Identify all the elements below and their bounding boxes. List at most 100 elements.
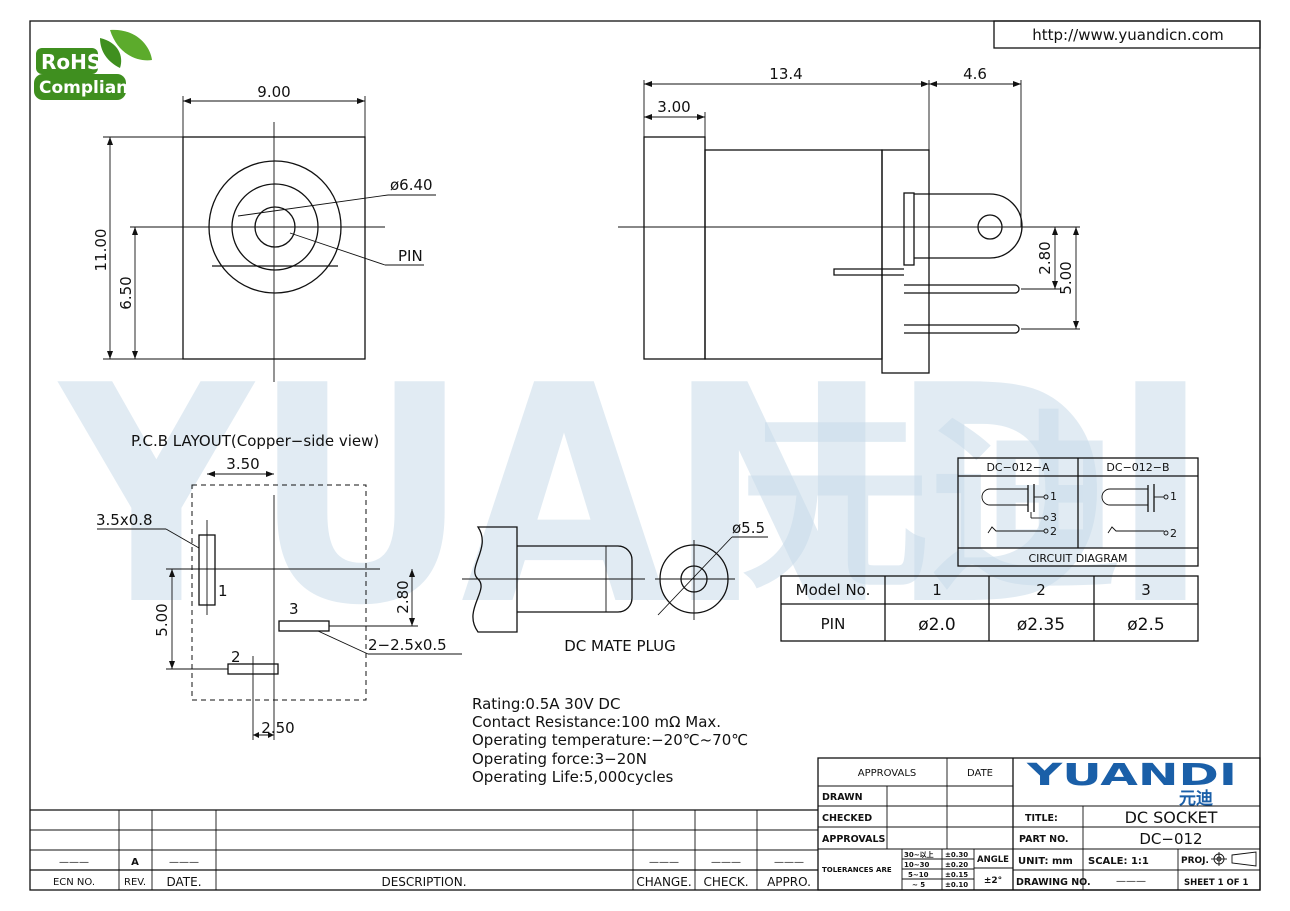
tb-scale: SCALE: 1:1 (1088, 856, 1149, 867)
rev-check-value: ——— (711, 857, 741, 868)
specifications: Rating:0.5A 30V DC Contact Resistance:10… (472, 695, 748, 786)
tb-tol-value-4: ±0.10 (945, 881, 968, 889)
tb-angle: ANGLE (977, 855, 1009, 865)
tb-date-header: DATE (967, 768, 993, 779)
watermark-brand: YUANDI (56, 322, 1210, 671)
rev-ecn-value: ——— (59, 857, 89, 868)
side-tail-dim: 4.6 (963, 65, 987, 83)
rev-appro-value: ——— (774, 857, 804, 868)
rev-rev-value: A (131, 857, 139, 868)
side-front-dim: 3.00 (657, 98, 690, 116)
model-header-label: Model No. (796, 581, 871, 599)
front-width-dim: 9.00 (257, 83, 290, 101)
tb-part-value: DC−012 (1139, 830, 1202, 848)
tb-brand-cn: 元迪 (1179, 788, 1213, 809)
model-header-1: 1 (932, 581, 942, 599)
front-pin-label: PIN (398, 247, 423, 265)
pad-23-dim: 2−2.5x0.5 (368, 636, 447, 654)
tb-angle-value: ±2° (984, 876, 1002, 886)
rev-description-header: DESCRIPTION. (381, 875, 466, 889)
front-view: 9.00 11.00 6.50 ø6.40 PIN (92, 83, 436, 382)
pcb-right-dim: 2.80 (394, 580, 412, 613)
side-length-dim: 13.4 (769, 65, 802, 83)
rohs-text: RoHS (41, 50, 101, 74)
spec-rating: Rating:0.5A 30V DC (472, 695, 620, 713)
pin-1-label: 1 (218, 582, 228, 600)
tb-tol-range-3: 5~10 (908, 871, 929, 879)
pcb-left-dim: 5.00 (153, 603, 171, 636)
rev-change-value: ——— (649, 857, 679, 868)
tb-approvals-header: APPROVALS (858, 768, 917, 779)
rev-rev-header: REV. (124, 877, 146, 888)
circuit-a-node-2: 2 (1050, 525, 1057, 538)
model-table: Model No. 1 2 3 PIN ø2.0 ø2.35 ø2.5 (780, 575, 1199, 642)
watermark-cn: 元迪 (740, 394, 1120, 615)
tb-approvals: APPROVALS (822, 834, 886, 845)
tb-tol-range-1: 30~以上 (904, 850, 934, 859)
drawing-border (29, 20, 1261, 891)
tb-drawing-no-label: DRAWING NO. (1016, 877, 1091, 888)
side-view: 13.4 4.6 3.00 2.80 5.00 (618, 65, 1080, 374)
tb-drawing-no-value: ——— (1116, 876, 1146, 887)
spec-force: Operating force:3−20N (472, 750, 647, 768)
title-block: APPROVALS DATE DRAWN CHECKED APPROVALS T… (817, 757, 1261, 891)
tb-unit: UNIT: mm (1018, 856, 1073, 867)
rev-ecn-header: ECN NO. (53, 877, 95, 888)
circuit-b-node-1: 1 (1170, 490, 1177, 503)
tb-tol-value-3: ±0.15 (945, 871, 968, 879)
tb-title-label: TITLE: (1025, 813, 1058, 824)
pin-3-label: 3 (289, 600, 299, 618)
model-row-label: PIN (821, 615, 846, 633)
rohs-logo: RoHS Compliant (34, 29, 152, 100)
compliant-text: Compliant (39, 78, 136, 98)
pin-2-label: 2 (231, 648, 241, 666)
tb-tol-range-2: 10~30 (904, 861, 929, 869)
model-pin-2: ø2.35 (1017, 615, 1065, 635)
circuit-a-node-1: 1 (1050, 490, 1057, 503)
model-header-2: 2 (1036, 581, 1046, 599)
tb-proj: PROJ. (1181, 856, 1209, 866)
circuit-b-node-2: 2 (1170, 527, 1177, 540)
circuit-variant-a: DC−012−A (986, 461, 1050, 474)
tb-sheet: SHEET 1 OF 1 (1184, 878, 1248, 888)
tb-tol-range-4: ~ 5 (912, 881, 925, 889)
website-url[interactable]: http://www.yuandicn.com (1032, 26, 1223, 44)
side-pin-dim-a: 2.80 (1036, 241, 1054, 274)
tb-tol-value-2: ±0.20 (945, 861, 968, 869)
tb-tolerances: TOLERANCES ARE (822, 866, 892, 874)
front-pin-height-dim: 6.50 (117, 276, 135, 309)
pcb-bottom-dim: 2.50 (261, 719, 294, 737)
spec-life: Operating Life:5,000cycles (472, 768, 674, 786)
spec-resistance: Contact Resistance:100 mΩ Max. (472, 713, 721, 731)
rev-date-value: ——— (169, 857, 199, 868)
revision-block: ECN NO. REV. DATE. DESCRIPTION. CHANGE. … (30, 809, 818, 890)
front-height-dim: 11.00 (92, 229, 110, 272)
pad-1-dim: 3.5x0.8 (96, 511, 153, 529)
circuit-a-node-3: 3 (1050, 511, 1057, 524)
pcb-title: P.C.B LAYOUT(Copper−side view) (131, 432, 379, 450)
rev-check-header: CHECK. (703, 875, 748, 889)
plug-label: DC MATE PLUG (564, 637, 676, 655)
front-dia-dim: ø6.40 (390, 176, 433, 194)
rev-date-header: DATE. (166, 875, 201, 889)
url-box (993, 20, 1261, 49)
circuit-diagram: DC−012−A DC−012−B CIRCUIT DIAGRAM 1 3 2 … (957, 457, 1199, 567)
side-pin-dim-b: 5.00 (1057, 261, 1075, 294)
dc-mate-plug: DC MATE PLUG ø5.5 (462, 519, 768, 655)
rev-appro-header: APPRO. (767, 875, 811, 889)
model-pin-3: ø2.5 (1127, 615, 1164, 635)
tb-checked: CHECKED (822, 813, 872, 824)
tb-drawn: DRAWN (822, 792, 863, 803)
spec-temperature: Operating temperature:−20℃~70℃ (472, 731, 748, 749)
circuit-title: CIRCUIT DIAGRAM (1029, 552, 1128, 565)
tb-brand: YUANDI (1025, 758, 1237, 793)
pcb-layout: P.C.B LAYOUT(Copper−side view) 1 3 2 3.5… (96, 432, 462, 740)
model-header-3: 3 (1141, 581, 1151, 599)
pcb-top-dim: 3.50 (226, 455, 259, 473)
tb-tol-value-1: ±0.30 (945, 851, 968, 859)
tb-part-label: PART NO. (1019, 834, 1069, 845)
plug-dia-dim: ø5.5 (732, 519, 765, 537)
rev-change-header: CHANGE. (636, 875, 691, 889)
projection-symbol-icon (1211, 851, 1257, 867)
